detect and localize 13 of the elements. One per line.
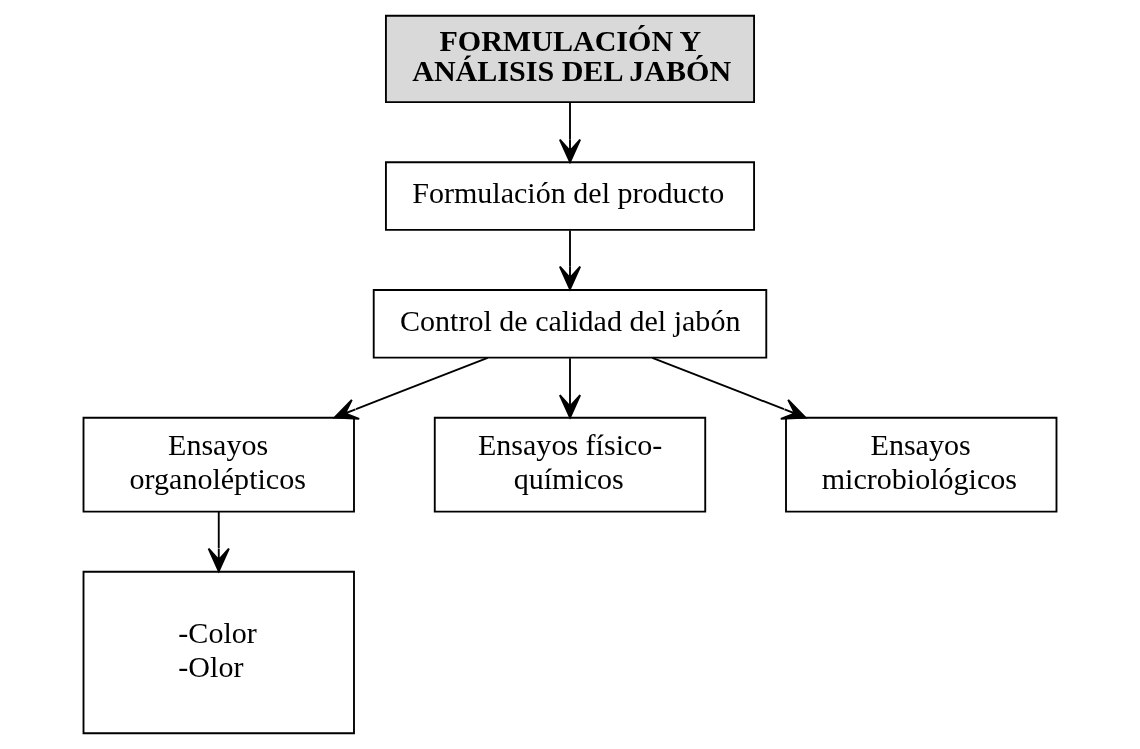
node-box: Ensayos físico-químicos bbox=[433, 416, 707, 513]
arrow bbox=[558, 229, 582, 291]
arrow bbox=[207, 511, 230, 573]
node-box: -Color -Olor bbox=[82, 570, 355, 735]
node-box: Formulación del producto bbox=[385, 161, 756, 231]
node-box: FORMULACIÓN Y ANÁLISIS DEL JABÓN bbox=[385, 14, 756, 104]
arrow bbox=[558, 357, 582, 419]
node-box: Control de calidad del jabón bbox=[372, 289, 768, 359]
arrow bbox=[651, 356, 807, 420]
node-box: Ensayos organolépticos bbox=[82, 416, 355, 513]
node-box: Ensayos microbiológicos bbox=[785, 416, 1058, 513]
arrow bbox=[333, 356, 489, 420]
arrow bbox=[558, 101, 582, 163]
